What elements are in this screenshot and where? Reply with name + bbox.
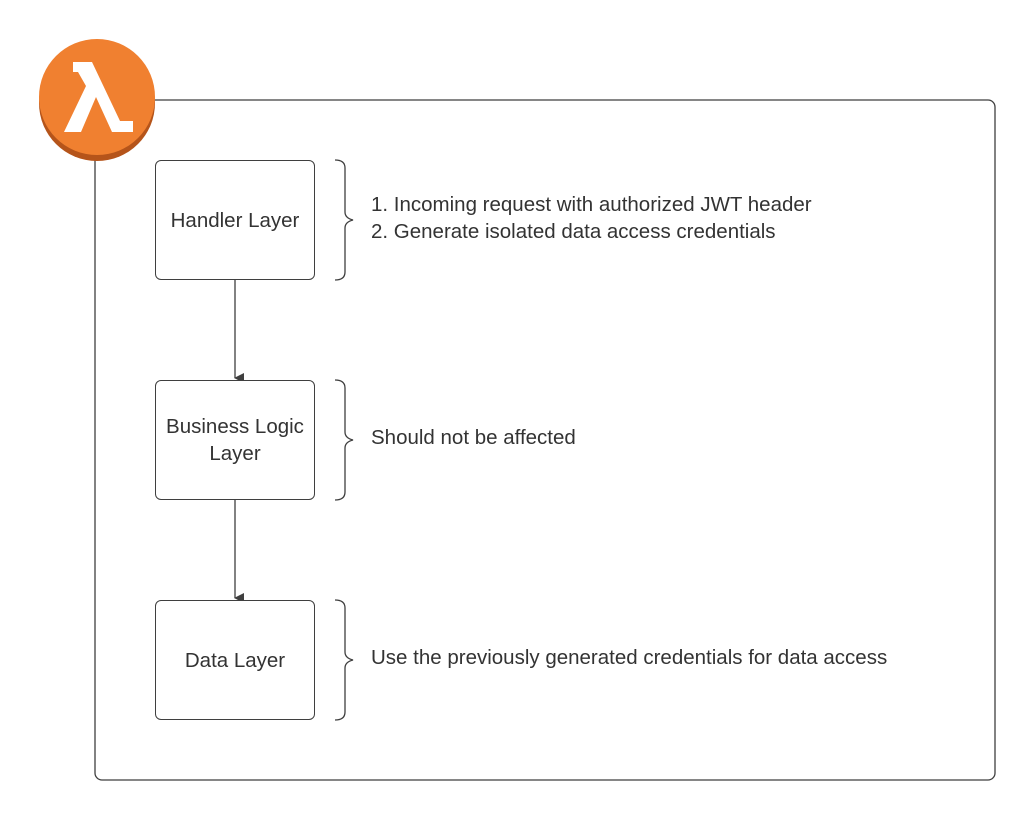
data-layer-box: Data Layer: [155, 600, 315, 720]
bracket-business-logic-layer: [334, 379, 354, 501]
handler-note-2: 2. Generate isolated data access credent…: [371, 220, 776, 243]
handler-note-1: 1. Incoming request with authorized JWT …: [371, 193, 812, 216]
business-logic-note-1: Should not be affected: [371, 426, 576, 449]
bracket-data-layer: [334, 599, 354, 721]
data-layer-notes: Use the previously generated credentials…: [371, 644, 887, 671]
aws-lambda-icon: [39, 39, 155, 161]
handler-layer-label: Handler Layer: [170, 208, 300, 232]
handler-layer-box: Handler Layer: [155, 160, 315, 280]
handler-layer-notes: 1. Incoming request with authorized JWT …: [371, 191, 812, 245]
business-logic-layer-box: Business Logic Layer: [155, 380, 315, 500]
business-logic-layer-label: Business Logic Layer: [166, 415, 304, 465]
data-layer-label: Data Layer: [184, 648, 286, 672]
business-logic-layer-notes: Should not be affected: [371, 424, 576, 451]
data-layer-note-1: Use the previously generated credentials…: [371, 646, 888, 669]
bracket-handler-layer: [334, 159, 354, 281]
lambda-function-container: [94, 99, 996, 781]
